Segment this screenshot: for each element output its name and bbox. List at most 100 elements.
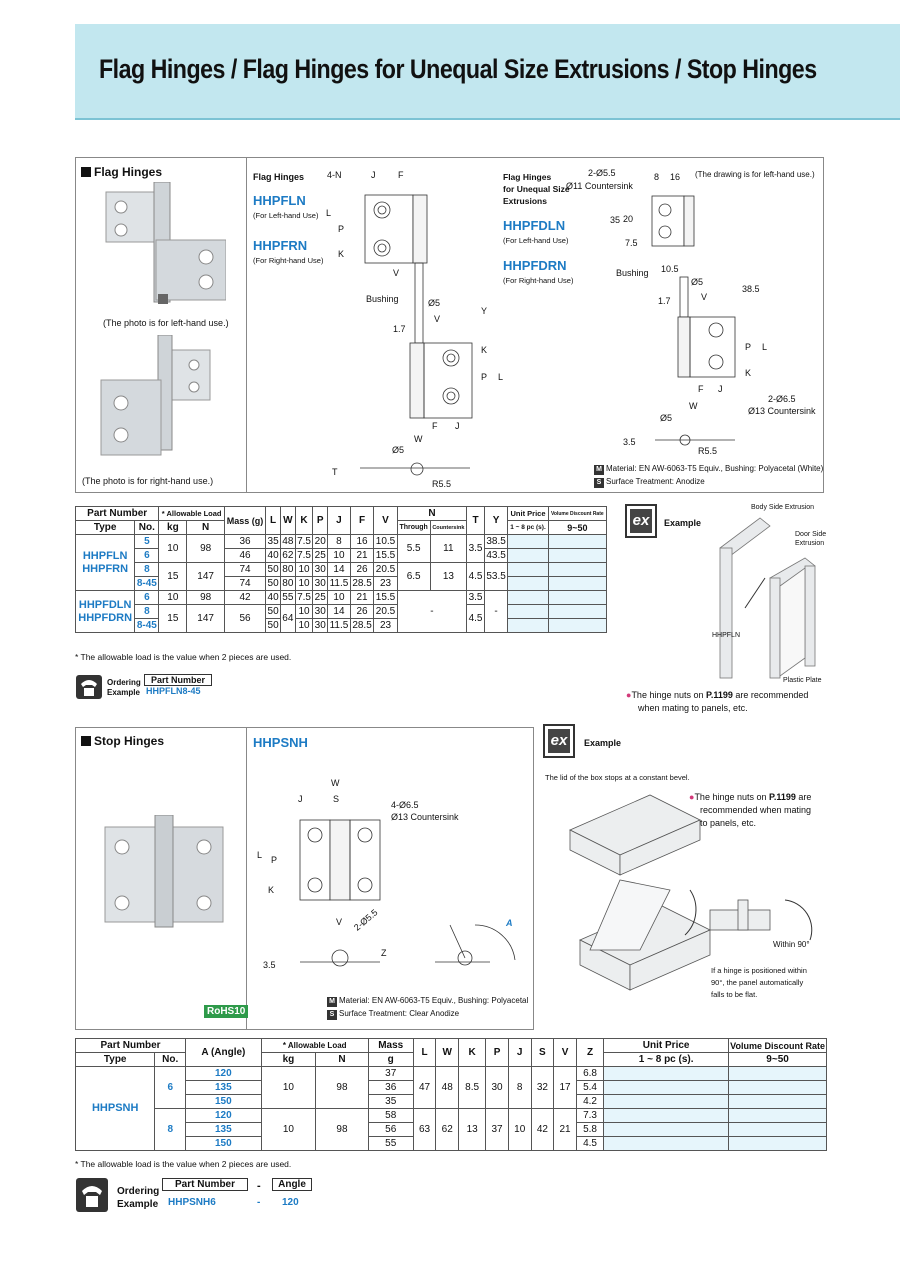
cell-T: 4.5: [466, 604, 485, 633]
d2-dim-10: 1.7: [658, 296, 671, 306]
flag-example-illustration: [719, 517, 816, 679]
stop-dim-3-5: 3.5: [263, 960, 276, 970]
table-row: HHPSNH 6 120 10 98 37 47 48 8.5 30 8 32 …: [74, 1066, 827, 1151]
th-P: P: [312, 506, 329, 535]
cell-vdr: [728, 1094, 827, 1109]
stop-dim-l: L: [257, 850, 263, 860]
th-n: N: [186, 520, 225, 535]
cell-Z: 5.4: [575, 1080, 605, 1095]
stop-footnote: * The allowable load is the value when 2…: [75, 1159, 292, 1169]
cell-n: 98: [315, 1066, 369, 1109]
cell-P: 30: [312, 562, 329, 577]
d2-dim-9: Ø5: [691, 277, 704, 287]
stop-type-cell: HHPSNH: [74, 1066, 156, 1151]
dim-1-7: 1.7: [393, 324, 406, 334]
drawing1-use1: (For Left-hand Use): [253, 211, 319, 220]
example-label: Example: [107, 688, 140, 697]
cell-Y-dash: -: [483, 590, 509, 633]
cell-Y: 38.5: [483, 534, 509, 549]
dim-p: P: [338, 224, 345, 234]
cell-W: 80: [279, 576, 296, 591]
dim-j2: J: [455, 421, 460, 431]
drawing2-title-l2: for Unequal Size: [503, 184, 570, 194]
ordering-pn-label-2: Part Number: [162, 1178, 248, 1191]
cell-K: 8.5: [458, 1066, 487, 1109]
cell-K: 10: [294, 618, 314, 633]
d2-dim-17: J: [718, 384, 723, 394]
drawing1-use2: (For Right-hand Use): [253, 256, 324, 265]
th-F: F: [349, 506, 375, 535]
th-countersink: Countersink: [429, 520, 468, 535]
dim-y: Y: [481, 306, 488, 316]
st-th-K: K: [458, 1038, 487, 1067]
stop-dim-w: W: [331, 778, 340, 788]
dim-f2: F: [432, 421, 438, 431]
cell-Z: 5.8: [575, 1122, 605, 1137]
cell-price: [603, 1080, 730, 1095]
type-hhpfln: HHPFLN: [82, 549, 128, 562]
cell-kg: 10: [158, 590, 188, 605]
cell-vdr: [547, 562, 608, 577]
d2-dim-6: 7.5: [625, 238, 638, 248]
table-row: 6 46 40 62 7.5 25 10 21 15.5 43.5: [76, 548, 608, 563]
cell-Nc: 13: [429, 562, 468, 591]
th-vdr: Volume Discount Rate: [547, 506, 608, 521]
ex-badge-1-text: ex: [630, 509, 652, 533]
d2-dim-23: R5.5: [698, 446, 718, 456]
cell-F: 26: [349, 562, 375, 577]
body-side-label: Body Side Extrusion: [751, 504, 815, 511]
flag-hinge-photo-left: [105, 182, 226, 304]
st-th-n: N: [315, 1052, 369, 1067]
cell-P: 30: [312, 604, 329, 619]
cell-mass: 36: [367, 1080, 414, 1095]
dim-l: L: [326, 208, 332, 218]
table-row: 8 120 10 98 58 63 62 13 37 10 42 21 7.3: [76, 1108, 827, 1151]
st-th-no: No.: [154, 1052, 187, 1067]
stop-dim-v: V: [336, 917, 343, 927]
cell-F: 21: [349, 548, 375, 563]
cell-price: [507, 534, 549, 549]
cell-price: [507, 562, 549, 577]
d2-dim-16: F: [698, 384, 704, 394]
cell-kg: 10: [158, 534, 188, 563]
stop-dim-holes: 4-Ø6.5: [391, 800, 419, 810]
d2-dim-3: 16: [670, 172, 681, 182]
dim-t: T: [332, 467, 338, 477]
cell-mass: 74: [223, 562, 267, 577]
cell-mass: 37: [367, 1066, 414, 1081]
cell-J: 11.5: [327, 576, 351, 591]
cell-V: 23: [373, 576, 398, 591]
stop-note-post: are: [795, 792, 812, 802]
cell-no: 8-45: [134, 618, 160, 633]
dim-d5b: Ø5: [392, 445, 405, 455]
label-bushing: Bushing: [366, 294, 399, 304]
d2-dim-18: W: [689, 401, 698, 411]
cell-price: [603, 1094, 730, 1109]
stop-hinge-drawing: [299, 819, 516, 967]
cell-L: 50: [265, 604, 281, 619]
cell-mass: 74: [223, 576, 267, 591]
drawing1-pn1: HHPFLN: [253, 193, 306, 208]
cell-L: 40: [265, 548, 281, 563]
cell-V: 20.5: [373, 604, 398, 619]
cell-S: 42: [530, 1108, 555, 1151]
drawing2-use2: (For Right-hand Use): [503, 276, 574, 285]
cell-J: 14: [327, 604, 351, 619]
cell-kg: 15: [158, 562, 188, 591]
th-mass: Mass (g): [223, 506, 267, 535]
drawing2-note: (The drawing is for left-hand use.): [695, 170, 815, 179]
cell-price: [603, 1136, 730, 1151]
drawing2-pn2: HHPFDRN: [503, 258, 567, 273]
th-load: * Allowable Load: [158, 506, 225, 521]
ordering-dash: -: [257, 1180, 261, 1192]
st-th-type: Type: [74, 1052, 156, 1067]
cell-L: 50: [265, 618, 281, 633]
cell-W: 48: [435, 1066, 460, 1109]
flag-heading: Flag Hinges: [81, 165, 162, 179]
cell-W: 55: [279, 590, 296, 605]
cell-no: 5: [134, 534, 160, 549]
stop-dim-a: A: [506, 918, 513, 928]
st-th-angle: A (Angle): [185, 1038, 262, 1067]
stop-heading: Stop Hinges: [81, 734, 164, 748]
cell-Nt: 5.5: [396, 534, 431, 563]
